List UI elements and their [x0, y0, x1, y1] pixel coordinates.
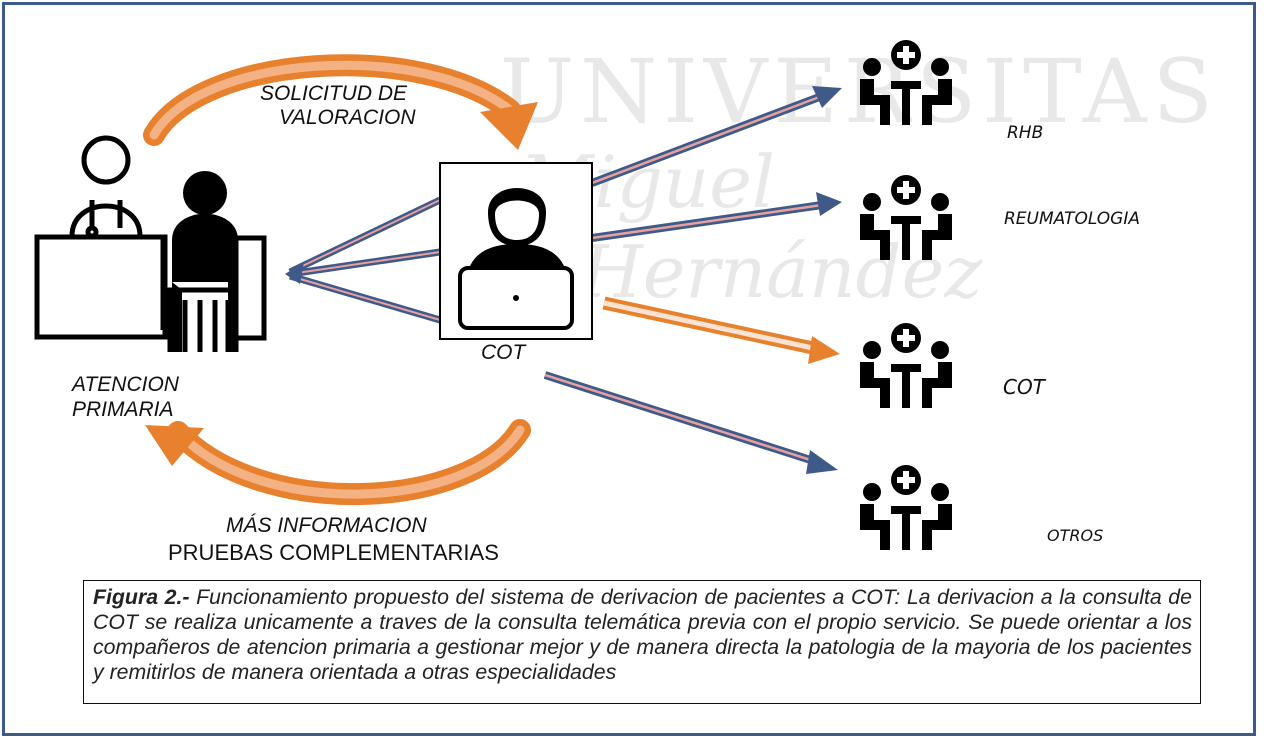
primary-care-label-line1: ATENCION — [72, 373, 179, 396]
caption-figure-number: Figura 2.- — [93, 585, 190, 609]
doctor-laptop-icon — [439, 162, 593, 340]
arrow-to-rhb — [590, 86, 842, 187]
arrow-to-otros — [543, 371, 838, 474]
cot-to-primary-lines — [285, 196, 442, 324]
primary-care-label-line2: PRIMARIA — [72, 398, 174, 421]
medical-team-icon-rhb — [860, 40, 952, 125]
request-arrow — [143, 54, 538, 150]
request-label-line2: VALORACION — [279, 106, 416, 129]
request-label-line1: SOLICITUD DE — [260, 82, 408, 105]
complementary-tests-label: PRUEBAS COMPLEMENTARIAS — [168, 540, 499, 565]
medical-team-icon-cot — [860, 323, 952, 408]
arrow-to-cot — [602, 296, 840, 364]
destination-label-rhb: RHB — [1007, 123, 1044, 143]
arrow-to-reumatologia — [591, 192, 842, 242]
destination-label-reumatologia: REUMATOLOGIA — [1004, 209, 1140, 229]
figure-caption: Figura 2.- Funcionamiento propuesto del … — [83, 580, 1201, 704]
medical-team-icon-reumatologia — [860, 175, 952, 260]
more-info-label: MÁS INFORMACION — [226, 514, 427, 537]
doctor-desk-patient-icon — [34, 135, 267, 352]
destination-label-cot: COT — [1003, 375, 1045, 399]
medical-team-icon-otros — [860, 465, 952, 550]
patient-silhouette — [172, 171, 238, 352]
cot-center-label: COT — [481, 341, 526, 364]
caption-text: Funcionamiento propuesto del sistema de … — [93, 585, 1192, 684]
destination-label-otros: OTROS — [1047, 526, 1104, 545]
return-arrow — [145, 419, 531, 506]
